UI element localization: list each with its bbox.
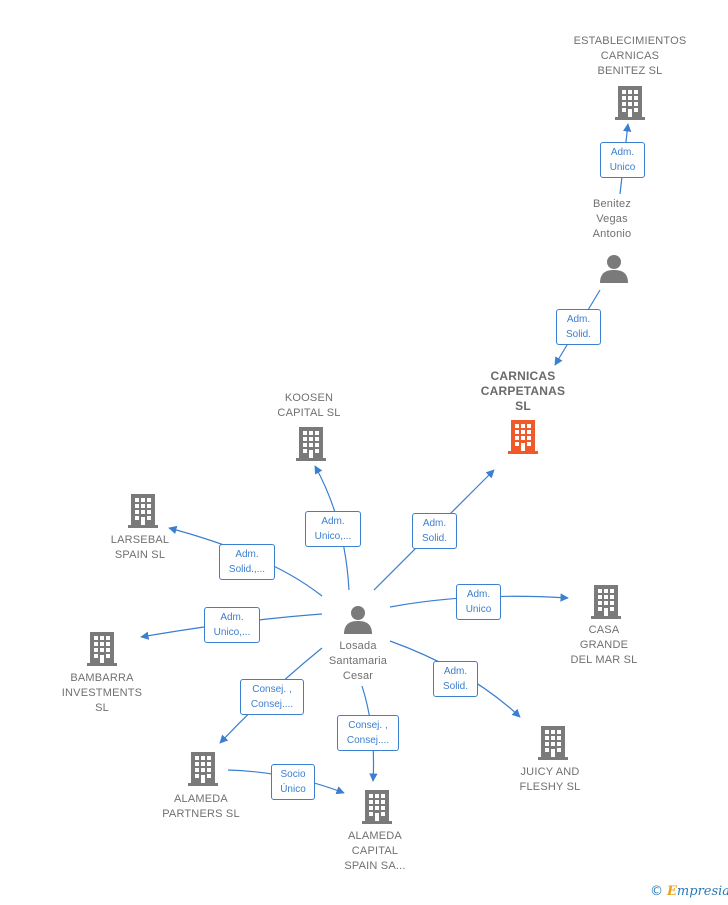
edge-label-benitez-establecimientos[interactable]: Adm. Unico [600,142,645,178]
building-icon[interactable] [591,585,621,619]
node-label-alameda-capital[interactable]: ALAMEDA CAPITAL SPAIN SA... [344,830,406,872]
building-icon[interactable] [296,427,326,461]
building-icon[interactable] [615,86,645,120]
brand-name: mpresia [676,884,728,899]
node-label-casa-grande[interactable]: CASA GRANDE DEL MAR SL [570,624,638,666]
person-icon[interactable] [600,255,628,283]
edge-lines [140,123,632,795]
building-icon[interactable] [362,790,392,824]
building-icon[interactable] [508,420,538,454]
edge-label-losada-juicy[interactable]: Adm. Solid. [433,661,478,697]
building-icon[interactable] [538,726,568,760]
node-label-losada[interactable]: Losada Santamaria Cesar [328,640,388,682]
edge-label-losada-koosen[interactable]: Adm. Unico,... [305,511,361,547]
edge-label-partners-alameda-capital[interactable]: Socio Único [271,764,315,800]
brand-initial: E [667,884,677,899]
edge-label-losada-casa-grande[interactable]: Adm. Unico [456,584,501,620]
copyright-icon: © [650,884,663,899]
building-icon[interactable] [128,494,158,528]
node-label-benitez[interactable]: Benitez Vegas Antonio [592,198,632,240]
edge-label-losada-carnicas[interactable]: Adm. Solid. [412,513,457,549]
building-icon[interactable] [87,632,117,666]
node-label-establecimientos[interactable]: ESTABLECIMIENTOS CARNICAS BENITEZ SL [573,35,687,77]
building-icon[interactable] [188,752,218,786]
node-label-alameda-partners[interactable]: ALAMEDA PARTNERS SL [162,793,240,820]
edge-label-losada-alameda-partners[interactable]: Consej. , Consej.... [240,679,304,715]
footer-brand: © Empresia [650,884,728,899]
edge-label-losada-alameda-capital[interactable]: Consej. , Consej.... [337,715,399,751]
node-label-carnicas[interactable]: CARNICAS CARPETANAS SL [480,369,566,413]
edge-label-losada-bambarra[interactable]: Adm. Unico,... [204,607,260,643]
person-icon[interactable] [344,606,372,634]
edge-label-losada-larsebal[interactable]: Adm. Solid.,... [219,544,275,580]
node-label-juicy[interactable]: JUICY AND FLESHY SL [519,766,581,793]
edge-label-benitez-carnicas[interactable]: Adm. Solid. [556,309,601,345]
node-label-koosen[interactable]: KOOSEN CAPITAL SL [277,392,341,419]
node-label-bambarra[interactable]: BAMBARRA INVESTMENTS SL [61,672,143,714]
node-label-larsebal[interactable]: LARSEBAL SPAIN SL [110,534,170,561]
